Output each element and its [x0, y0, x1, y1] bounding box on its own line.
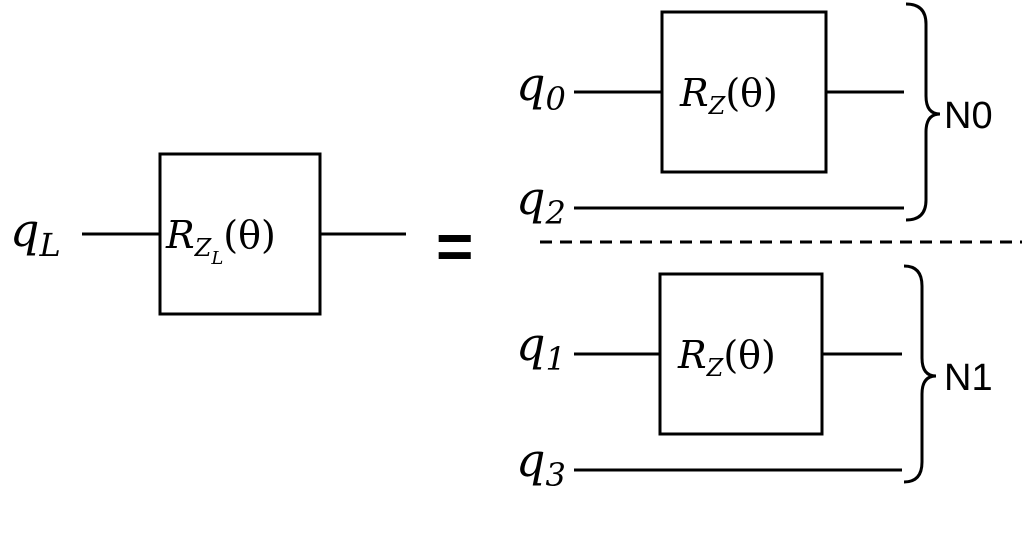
- equals-sign: =: [436, 210, 473, 282]
- physical-qubit-label: q1: [516, 317, 566, 378]
- logical-qubit-label: qL: [10, 203, 61, 264]
- brace-n1: [903, 264, 937, 484]
- physical-qubit-label: q2: [516, 171, 566, 232]
- node-n1-group: q1 RZ(θ) q3 N1: [516, 264, 993, 494]
- physical-qubit-label: q3: [516, 433, 566, 494]
- node-label-n1: N1: [944, 357, 993, 399]
- gate-label-q1: RZ(θ): [677, 333, 776, 382]
- logical-circuit: qL RZL(θ): [10, 152, 406, 316]
- physical-qubit-label: q0: [516, 57, 566, 118]
- rz-gate-q1: [658, 272, 824, 436]
- node-n0-group: q0 RZ(θ) q2 N0: [516, 2, 993, 232]
- gate-label-q0: RZ(θ): [679, 71, 778, 120]
- node-label-n0: N0: [944, 95, 993, 137]
- logical-gate-label: RZL(θ): [165, 213, 276, 269]
- brace-n0: [905, 2, 941, 222]
